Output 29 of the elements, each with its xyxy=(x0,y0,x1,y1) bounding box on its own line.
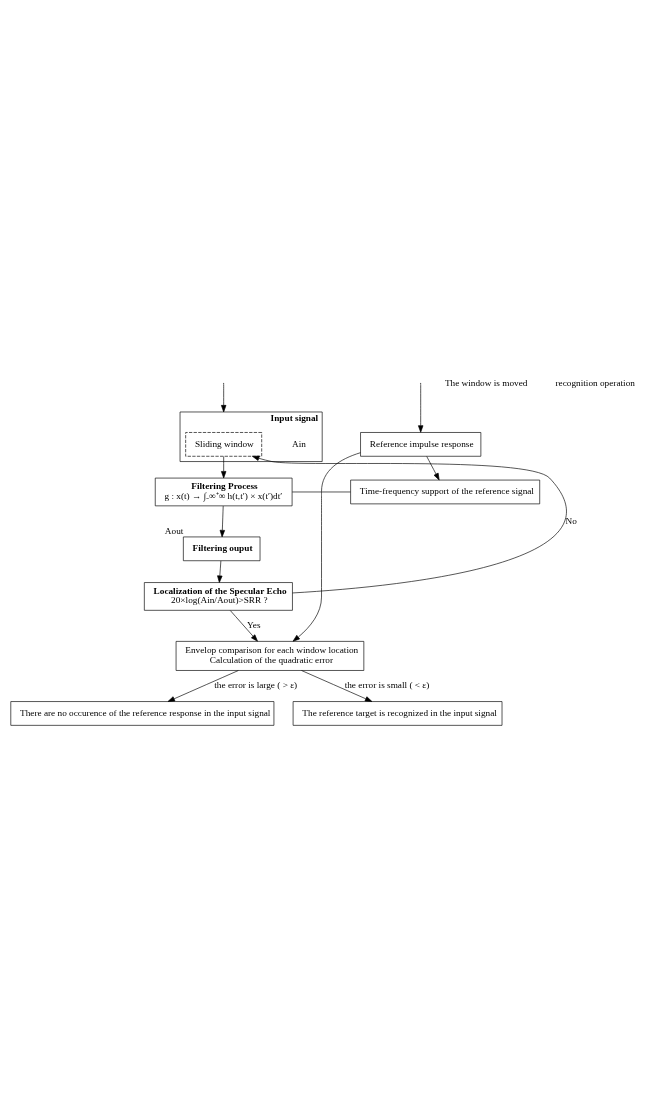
edge-label: Yes xyxy=(247,620,261,631)
arrow xyxy=(230,610,258,642)
node-box: Time-frequency support of the reference signal xyxy=(350,479,541,505)
edge-label: the error is small ( < ε) xyxy=(344,680,430,691)
node-box: Localization of the Specular Echo 20×log(Ain/Aout)>SRR ? xyxy=(144,582,293,611)
connector xyxy=(291,491,351,493)
node-box: Reference impulse response xyxy=(360,432,482,457)
node-label: Aout xyxy=(164,526,184,537)
arrow xyxy=(221,383,227,413)
edge-label: the error is large ( > ε) xyxy=(214,680,298,691)
edge-label: No xyxy=(565,515,577,526)
arrow xyxy=(418,383,424,433)
node-box: Filtering Process g : x(t) → ∫₋∞⁺∞ h(t,t′) × x(t′)dt′ xyxy=(154,477,293,507)
label: recognition operation xyxy=(555,377,635,388)
node-label: Ain xyxy=(292,438,306,449)
arrow xyxy=(252,455,567,594)
arrow xyxy=(167,670,239,702)
label: The window is moved xyxy=(444,377,528,388)
node-box: Filtering ouput xyxy=(183,536,261,562)
arrow xyxy=(221,456,227,479)
node-box: Envelop comparison for each window location Calculation of the quadratic error xyxy=(175,641,365,671)
arrow xyxy=(426,456,440,481)
arrow xyxy=(292,452,361,642)
node-box: Sliding window xyxy=(185,432,263,457)
node-box: There are no occurence of the reference response in the input signal xyxy=(10,701,275,726)
arrow xyxy=(301,670,373,702)
arrow xyxy=(219,505,225,538)
node-box: The reference target is recognized in the input signal xyxy=(292,701,503,726)
arrow xyxy=(217,560,223,583)
